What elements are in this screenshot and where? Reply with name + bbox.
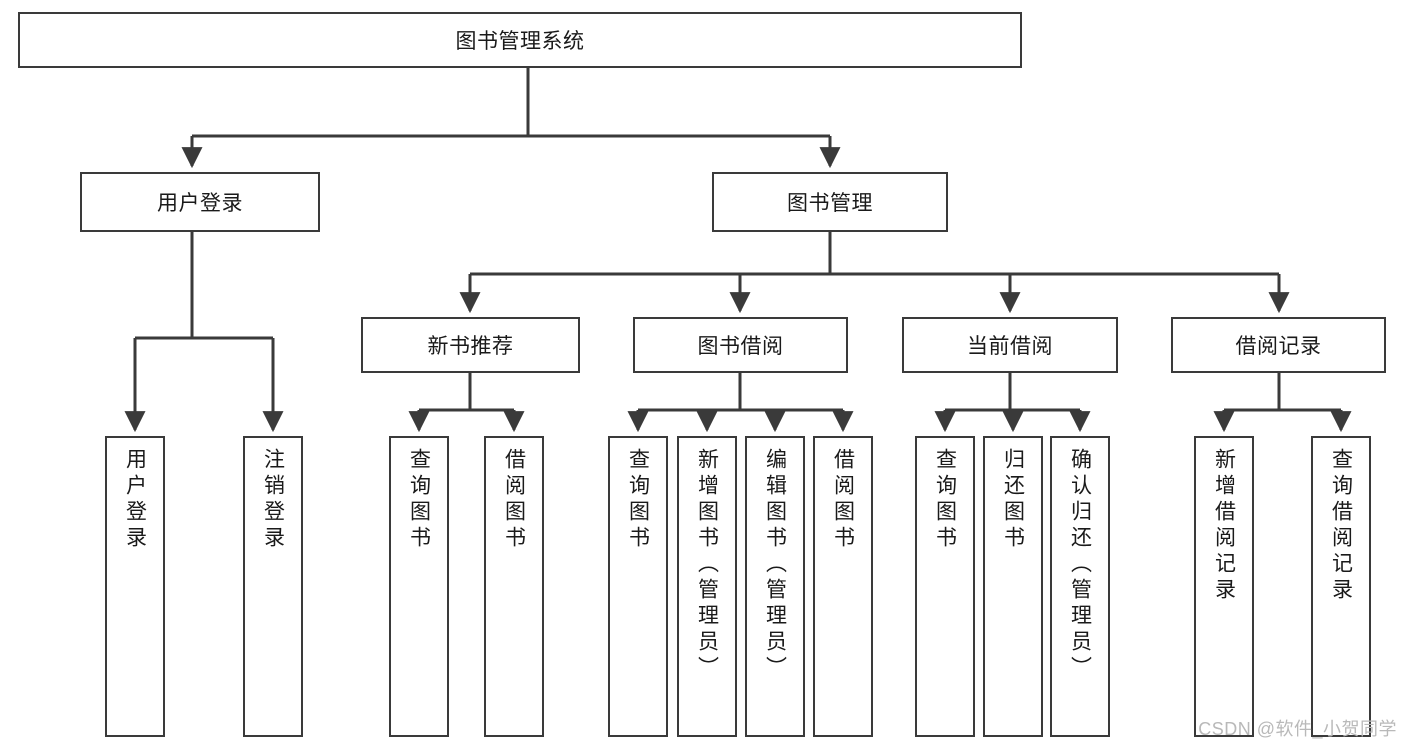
leaf-add-borrow-record-label: 新增借阅记录 [1212, 448, 1236, 604]
node-book-management[interactable]: 图书管理 [712, 172, 948, 232]
leaf-query-book-borrow[interactable]: 查询图书 [608, 436, 668, 737]
node-root-label: 图书管理系统 [455, 30, 585, 53]
leaf-query-book-current-label: 查询图书 [933, 448, 957, 552]
leaf-user-login-label: 用户登录 [123, 448, 147, 552]
leaf-query-borrow-record[interactable]: 查询借阅记录 [1311, 436, 1371, 737]
leaf-logout[interactable]: 注销登录 [243, 436, 303, 737]
node-book-management-label: 图书管理 [787, 192, 873, 215]
node-root[interactable]: 图书管理系统 [18, 12, 1022, 68]
node-current-borrow[interactable]: 当前借阅 [902, 317, 1118, 373]
node-book-borrow-label: 图书借阅 [697, 335, 784, 358]
node-borrow-record-label: 借阅记录 [1235, 335, 1322, 358]
watermark: CSDN @软件_小贺同学 [1198, 719, 1397, 739]
node-borrow-record[interactable]: 借阅记录 [1171, 317, 1386, 373]
leaf-return-book-label: 归还图书 [1001, 448, 1025, 552]
leaf-add-book-admin-label: 新增图书（管理员） [695, 448, 719, 682]
leaf-edit-book-admin[interactable]: 编辑图书（管理员） [745, 436, 805, 737]
leaf-edit-book-admin-label: 编辑图书（管理员） [763, 448, 787, 682]
leaf-user-login[interactable]: 用户登录 [105, 436, 165, 737]
leaf-confirm-return-admin[interactable]: 确认归还（管理员） [1050, 436, 1110, 737]
leaf-add-borrow-record[interactable]: 新增借阅记录 [1194, 436, 1254, 737]
node-current-borrow-label: 当前借阅 [967, 335, 1053, 358]
leaf-query-book-current[interactable]: 查询图书 [915, 436, 975, 737]
leaf-query-book-recommend[interactable]: 查询图书 [389, 436, 449, 737]
leaf-query-book-borrow-label: 查询图书 [626, 448, 650, 552]
node-new-book-recommend[interactable]: 新书推荐 [361, 317, 580, 373]
node-new-book-recommend-label: 新书推荐 [427, 335, 514, 358]
leaf-borrow-book-label: 借阅图书 [831, 448, 855, 552]
node-user-login-label: 用户登录 [157, 192, 243, 215]
node-book-borrow[interactable]: 图书借阅 [633, 317, 848, 373]
leaf-borrow-book-recommend[interactable]: 借阅图书 [484, 436, 544, 737]
leaf-logout-label: 注销登录 [261, 448, 285, 552]
leaf-confirm-return-admin-label: 确认归还（管理员） [1068, 448, 1092, 682]
node-user-login[interactable]: 用户登录 [80, 172, 320, 232]
leaf-query-borrow-record-label: 查询借阅记录 [1329, 448, 1353, 604]
leaf-borrow-book-recommend-label: 借阅图书 [502, 448, 526, 552]
leaf-borrow-book[interactable]: 借阅图书 [813, 436, 873, 737]
leaf-query-book-recommend-label: 查询图书 [407, 448, 431, 552]
leaf-add-book-admin[interactable]: 新增图书（管理员） [677, 436, 737, 737]
leaf-return-book[interactable]: 归还图书 [983, 436, 1043, 737]
